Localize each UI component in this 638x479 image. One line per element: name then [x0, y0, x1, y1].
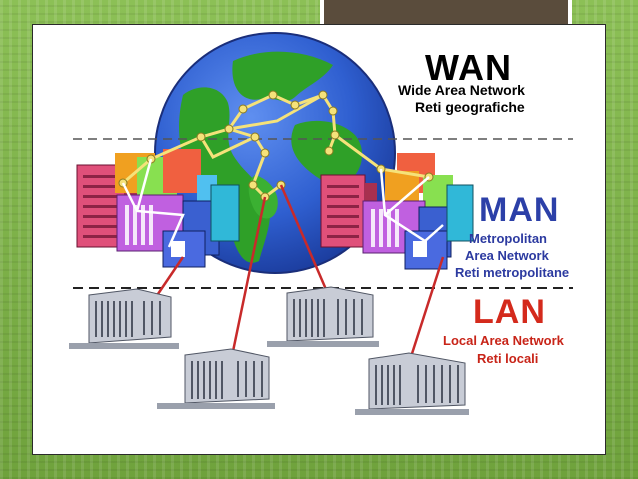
wan-title: WAN	[425, 47, 512, 88]
lan-title: LAN	[473, 293, 546, 331]
lan-building-3	[157, 348, 275, 409]
lan-line-1: Local Area Network	[443, 333, 564, 348]
lan-links	[135, 184, 445, 364]
lan-building-4	[355, 352, 469, 415]
man-title: MAN	[479, 191, 560, 229]
man-line-1: Metropolitan	[469, 231, 547, 246]
wan-subtitle: Wide Area Network	[398, 82, 525, 98]
lan-building-2	[267, 286, 379, 347]
diagram-panel: WAN Wide Area Network Reti geografiche M…	[32, 24, 606, 455]
man-line-3: Reti metropolitane	[455, 265, 570, 280]
man-line-2: Area Network	[465, 248, 549, 263]
wan-subtitle-it: Reti geografiche	[415, 99, 525, 115]
man-links	[121, 158, 444, 248]
man-cluster-right	[320, 153, 474, 270]
lan-line-2: Reti locali	[477, 351, 539, 366]
network-diagram	[69, 32, 573, 415]
lan-building-1	[69, 288, 179, 349]
